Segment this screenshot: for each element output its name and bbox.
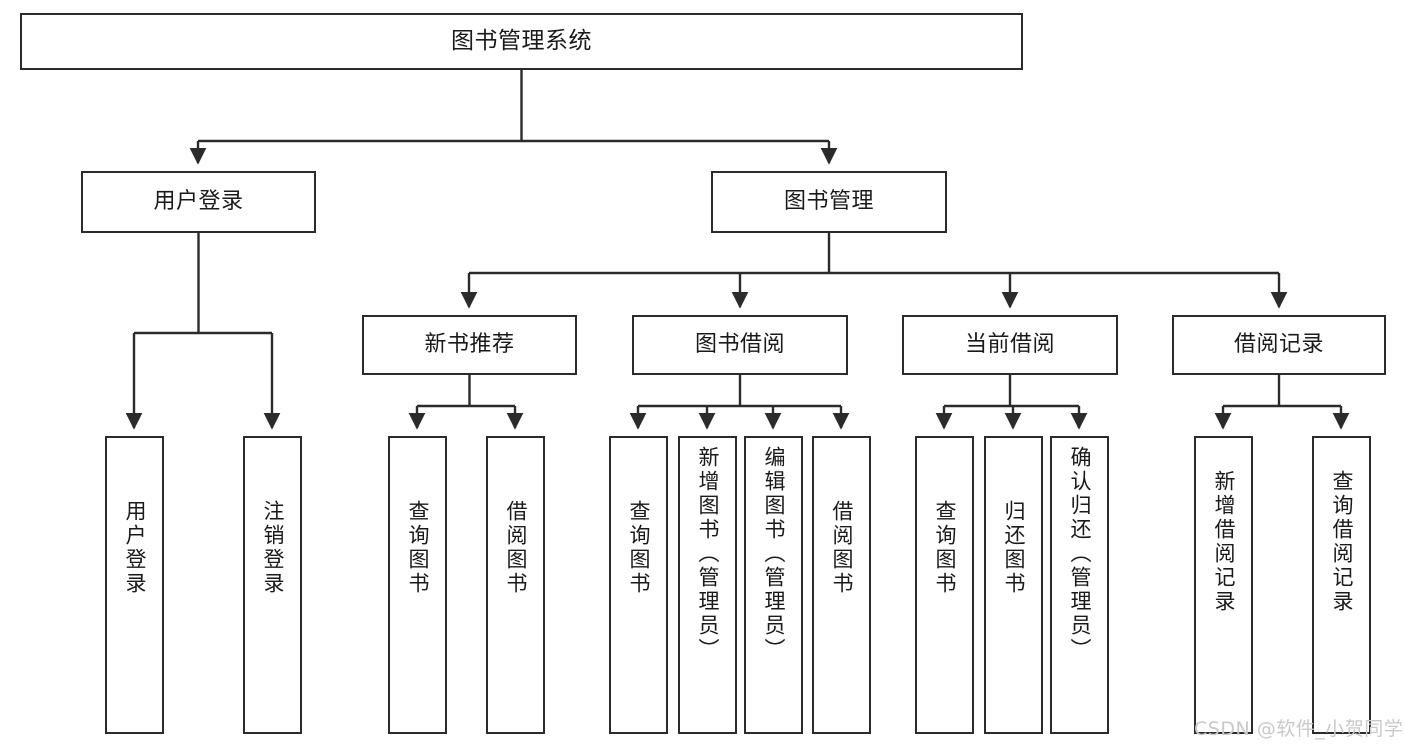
node-user-login-label: 用户登录 bbox=[153, 189, 244, 215]
node-leaf-rec-borrow-label: 借阅图书 bbox=[504, 500, 528, 596]
node-leaf-borrow-query[interactable]: 查询图书 bbox=[609, 436, 668, 734]
node-book-borrow-label: 图书借阅 bbox=[694, 332, 785, 358]
node-new-book-rec-label: 新书推荐 bbox=[424, 332, 515, 358]
node-root-label: 图书管理系统 bbox=[451, 28, 592, 55]
node-leaf-user-logout-label: 注销登录 bbox=[261, 500, 285, 596]
node-book-borrow[interactable]: 图书借阅 bbox=[632, 315, 848, 375]
node-book-manage-label: 图书管理 bbox=[783, 189, 874, 215]
node-root[interactable]: 图书管理系统 bbox=[20, 13, 1023, 70]
node-borrow-record[interactable]: 借阅记录 bbox=[1172, 315, 1386, 375]
node-new-book-rec[interactable]: 新书推荐 bbox=[362, 315, 577, 375]
node-leaf-rec-query-label: 查询图书 bbox=[406, 500, 430, 596]
node-leaf-rec-borrow[interactable]: 借阅图书 bbox=[486, 436, 545, 734]
node-leaf-borrow-do[interactable]: 借阅图书 bbox=[812, 436, 871, 734]
node-leaf-rec-search[interactable]: 查询借阅记录 bbox=[1312, 436, 1371, 734]
node-user-login[interactable]: 用户登录 bbox=[81, 171, 316, 233]
node-leaf-borrow-query-label: 查询图书 bbox=[627, 500, 651, 596]
node-leaf-user-login[interactable]: 用户登录 bbox=[105, 436, 164, 734]
node-leaf-cur-return[interactable]: 归还图书 bbox=[984, 436, 1043, 734]
node-leaf-borrow-edit-label: 编辑图书（管理员） bbox=[762, 446, 786, 662]
node-leaf-user-logout[interactable]: 注销登录 bbox=[243, 436, 302, 734]
node-leaf-cur-confirm[interactable]: 确认归还（管理员） bbox=[1050, 436, 1109, 734]
node-leaf-cur-query-label: 查询图书 bbox=[933, 500, 957, 596]
node-book-manage[interactable]: 图书管理 bbox=[711, 171, 947, 233]
node-leaf-cur-return-label: 归还图书 bbox=[1002, 500, 1026, 596]
node-leaf-borrow-add[interactable]: 新增图书（管理员） bbox=[678, 436, 737, 734]
node-leaf-borrow-do-label: 借阅图书 bbox=[830, 500, 854, 596]
csdn-watermark: CSDN @软件_小贺同学 bbox=[1194, 718, 1404, 740]
node-leaf-rec-search-label: 查询借阅记录 bbox=[1330, 470, 1354, 614]
node-leaf-user-login-label: 用户登录 bbox=[123, 500, 147, 596]
node-leaf-borrow-add-label: 新增图书（管理员） bbox=[696, 446, 720, 662]
node-leaf-borrow-edit[interactable]: 编辑图书（管理员） bbox=[744, 436, 803, 734]
node-current-borrow-label: 当前借阅 bbox=[964, 332, 1055, 358]
node-leaf-rec-add-label: 新增借阅记录 bbox=[1212, 470, 1236, 614]
node-leaf-rec-add[interactable]: 新增借阅记录 bbox=[1194, 436, 1253, 734]
node-leaf-rec-query[interactable]: 查询图书 bbox=[388, 436, 447, 734]
node-leaf-cur-confirm-label: 确认归还（管理员） bbox=[1068, 446, 1092, 662]
node-current-borrow[interactable]: 当前借阅 bbox=[902, 315, 1118, 375]
node-borrow-record-label: 借阅记录 bbox=[1233, 332, 1324, 358]
node-leaf-cur-query[interactable]: 查询图书 bbox=[915, 436, 974, 734]
